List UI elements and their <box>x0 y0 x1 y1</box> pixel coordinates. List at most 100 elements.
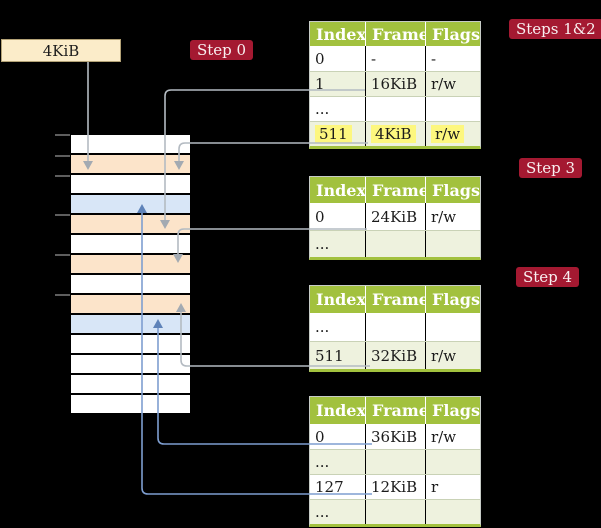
cell-text: 0 <box>315 427 325 446</box>
table-row: 511 32KiB r/w <box>310 341 480 369</box>
column-header: Index <box>316 180 365 200</box>
step-0-badge: Step 0 <box>190 40 254 60</box>
cell-text: - <box>431 49 437 68</box>
steps-1-2-badge: Steps 1&2 <box>509 19 601 39</box>
cell-text: 12KiB <box>371 478 418 496</box>
table-cell <box>425 313 480 341</box>
table-row: ... <box>310 313 480 341</box>
column-header: Frame <box>365 397 425 424</box>
column-header: Index <box>316 24 365 44</box>
cell-text: 0 <box>315 207 325 226</box>
cell-text: ... <box>315 318 330 336</box>
address-tick-marks <box>55 134 70 296</box>
frame-size-label: 4KiB <box>42 41 80 60</box>
column-header: Frame <box>365 177 425 203</box>
memory-row <box>71 195 190 215</box>
column-header: Index <box>316 401 365 420</box>
cell-text: r/w <box>431 427 457 446</box>
table-cell: ... <box>310 450 365 474</box>
table-row: 1 16KiB r/w <box>310 71 480 96</box>
cell-text: 16KiB <box>371 75 418 93</box>
table-cell: r/w <box>425 203 480 230</box>
table-cell <box>365 500 425 524</box>
table-cell: r/w <box>425 424 480 449</box>
memory-strip <box>71 135 190 415</box>
table-cell: ... <box>310 97 365 121</box>
table-cell: ... <box>310 231 365 257</box>
cell-text: 127 <box>315 478 344 496</box>
memory-row <box>71 175 190 195</box>
cell-text: r <box>431 478 439 496</box>
table-cell: 32KiB <box>365 342 425 369</box>
cell-text: ... <box>315 453 330 471</box>
table-cell: 0 <box>310 424 365 449</box>
table-row: 0 36KiB r/w <box>310 424 480 449</box>
cell-text: 0 <box>315 49 325 68</box>
memory-row <box>71 155 190 175</box>
cell-text: 511 <box>315 346 344 365</box>
table-cell <box>425 450 480 474</box>
table-row: 511 4KiB r/w <box>310 121 480 146</box>
memory-row <box>71 295 190 315</box>
column-header: Index <box>316 290 365 309</box>
table-cell <box>365 231 425 257</box>
table-cell: 1 <box>310 72 365 96</box>
table-cell: 127 <box>310 475 365 499</box>
table-cell <box>425 500 480 524</box>
table-cell: 0 <box>310 46 365 71</box>
table-row: 127 12KiB r <box>310 474 480 499</box>
column-header: Flags <box>425 397 480 424</box>
table-row: ... <box>310 499 480 524</box>
cell-text: 32KiB <box>371 346 418 365</box>
table-cell: 511 <box>310 122 365 146</box>
memory-row <box>71 355 190 375</box>
table-cell: - <box>425 46 480 71</box>
table-cell <box>425 231 480 257</box>
table-cell <box>365 313 425 341</box>
highlighted-cell-text: r/w <box>431 125 465 143</box>
table-cell: 0 <box>310 203 365 230</box>
highlighted-cell-text: 4KiB <box>371 125 416 143</box>
memory-row <box>71 235 190 255</box>
cell-text: - <box>371 49 377 68</box>
table-cell: r/w <box>425 122 480 146</box>
table-row: ... <box>310 449 480 474</box>
column-header: Flags <box>425 22 480 46</box>
cell-text: 1 <box>315 75 325 93</box>
table-row: ... <box>310 230 480 257</box>
cell-text: ... <box>315 235 330 253</box>
memory-row <box>71 395 190 415</box>
table-cell: 16KiB <box>365 72 425 96</box>
memory-row <box>71 315 190 335</box>
memory-row <box>71 135 190 155</box>
highlighted-cell-text: 511 <box>315 125 352 143</box>
table-cell: 4KiB <box>365 122 425 146</box>
memory-row <box>71 275 190 295</box>
table-row: ... <box>310 96 480 121</box>
cell-text: r/w <box>431 75 457 93</box>
table-cell: 36KiB <box>365 424 425 449</box>
cell-text: 24KiB <box>371 207 418 226</box>
memory-row <box>71 255 190 275</box>
cell-text: ... <box>315 503 330 521</box>
table-cell: 24KiB <box>365 203 425 230</box>
cell-text: 36KiB <box>371 427 418 446</box>
table-cell: 511 <box>310 342 365 369</box>
table-cell: ... <box>310 500 365 524</box>
column-header: Frame <box>365 22 425 46</box>
table-cell <box>365 97 425 121</box>
table-cell: - <box>365 46 425 71</box>
cell-text: r/w <box>431 346 457 365</box>
frame-size-box: 4KiB <box>1 39 121 62</box>
table-cell: r/w <box>425 342 480 369</box>
table-row: 0 - - <box>310 46 480 71</box>
